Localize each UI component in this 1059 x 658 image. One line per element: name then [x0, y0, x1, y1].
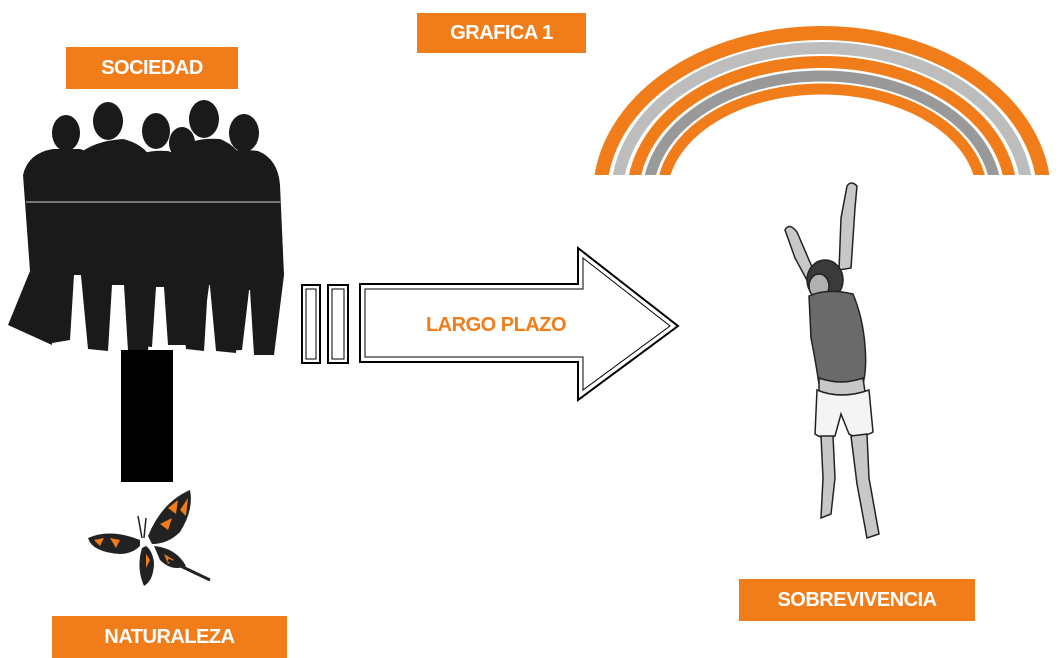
survival-label: SOBREVIVENCIA: [739, 579, 975, 621]
society-label: SOCIEDAD: [66, 47, 238, 89]
butterfly-icon: [88, 490, 211, 586]
diagram-title: GRAFICA 1: [417, 13, 586, 53]
connector-bar: [121, 350, 173, 482]
rainbow-icon: [594, 26, 1050, 175]
equals-bars: [301, 284, 349, 364]
nature-label: NATURALEZA: [52, 616, 287, 658]
long-term-arrow: [359, 245, 680, 402]
child-reaching-icon: [784, 182, 880, 539]
people-silhouette-icon: [8, 100, 284, 355]
arrow-label: LARGO PLAZO: [425, 314, 567, 336]
